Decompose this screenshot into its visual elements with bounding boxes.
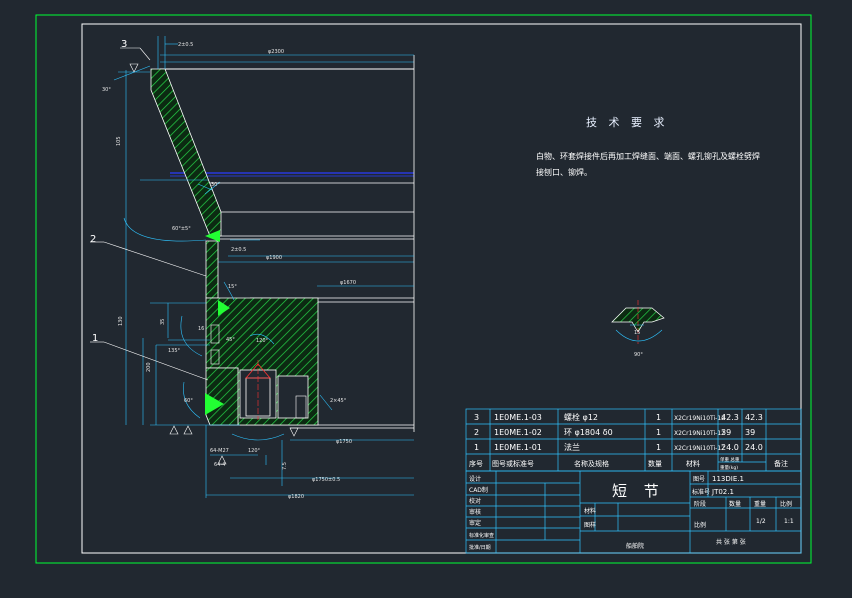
dim-height-d: 16 [198,326,204,332]
callout-1: 1 [92,333,98,344]
row2-name: 环 φ1804 δ0 [564,428,613,437]
dim-angle-b: 15° [228,284,237,290]
hdr-material: 材料 [686,459,700,468]
hdr-remark: 备注 [774,459,788,468]
row2-seq: 2 [474,428,479,437]
tb-scale-header-label: 比例 [694,521,706,529]
company: 船舶院 [626,542,644,550]
dimension-labels: 2±0.5 φ2300 30° 105 30° 60°±5° 2±0.5 φ19… [102,42,356,500]
row1-qty: 1 [656,413,661,422]
row3-name: 法兰 [564,442,580,452]
row2-qty: 1 [656,428,661,437]
dim-angle-g: 120° [248,448,261,454]
part-name: 短 节 [612,482,665,500]
row1-unit: 42.3 [721,413,739,422]
dim-height-c: 130 [118,316,124,326]
dim-dia-pcd: φ1750±0.5 [312,477,340,483]
tb-mid-label-2: 图样 [584,521,596,529]
row3-material: X2Cr19Ni10Ti-12 [674,445,725,452]
hdr-seq: 序号 [469,459,483,468]
dim-height-e: 200 [146,362,152,372]
tech-req-line1: 白物、环套焊接件后再加工焊缝面、端面、螺孔铆孔及螺栓劈焊 [536,151,760,161]
detail-angle: 90° [634,352,643,358]
tech-req-title: 技 术 要 求 [586,116,669,129]
row3-total: 24.0 [745,443,763,452]
row3-seq: 1 [474,443,479,452]
callout-3: 3 [121,39,127,50]
hdr-weight-unit: 重量(kg) [720,464,738,471]
row3-unit: 24.0 [721,443,739,452]
row2-material: X2Cr19Ni10Ti-12 [674,430,725,437]
dim-dia-mid: φ1670 [340,280,356,286]
dim-angle-30: 30° [102,87,111,93]
dim-small: 7.5 [282,462,288,470]
tb-left-label-2: CAD制 [469,486,488,494]
tb-mid-label-1: 材料 [584,507,596,515]
tb-left-label-4: 审核 [469,508,481,516]
title-block [465,470,802,554]
dim-height-a: 105 [116,136,122,146]
tech-req-line2: 接刨口、铆焊。 [536,167,592,177]
tb-left-label-6: 标准化审查 [469,532,494,539]
dim-dia-outer: φ1820 [288,494,304,500]
detail-width: 15 [634,330,640,336]
row1-material: X2Cr19Ni10Ti-12 [674,415,725,422]
row3-qty: 1 [656,443,661,452]
dim-height-b: 35 [160,319,166,325]
drawing-frame [81,23,802,554]
tb-scale-header-1: 阶段 [694,500,706,508]
dim-angle-f: 60° [184,398,193,404]
table-row: 3 1E0ME.1-03 螺栓 φ12 1 X2Cr19Ni10Ti-12 42… [474,412,763,422]
drawing-no: 113DIE.1 [712,475,744,483]
tb-scale-header-4: 比例 [780,500,792,508]
sheet-outer-border [35,14,812,564]
dim-angle-e: 45° [226,337,235,343]
dim-weld-a: 60°±5° [172,226,191,232]
dim-gap-b: 2±0.5 [231,247,246,253]
title-block-text: 设计 CAD制 校对 审核 审定 标准化审查 批准/日期 短 节 材料 图样 船… [469,475,794,551]
hdr-code: 图号或标准号 [492,459,534,468]
dim-overall-width: φ2300 [268,49,284,55]
hdr-weight-group: 单重 总重 [720,456,740,463]
tb-left-label-1: 设计 [469,475,481,483]
tb-left-label-7: 批准/日期 [469,544,491,551]
hdr-qty: 数量 [648,459,662,468]
dim-holes: 64-M27 [210,448,229,454]
row1-seq: 3 [474,413,479,422]
dim-dia-bolt: φ1750 [336,439,352,445]
dim-dia-inner: φ1900 [266,255,282,261]
hdr-name: 名称及规格 [574,459,609,468]
tb-scale-value-3: 1/2 [756,518,766,525]
row2-unit: 39 [721,428,731,437]
table-row: 2 1E0ME.1-02 环 φ1804 δ0 1 X2Cr19Ni10Ti-1… [474,428,755,437]
dim-chamfer-b: 2×45° [330,398,347,404]
tb-scale-header-2: 数量 [729,500,741,508]
row1-total: 42.3 [745,413,763,422]
dim-angle-g2: 64-4 [214,462,225,468]
tb-scale-value-4: 1:1 [784,518,794,525]
dim-top-gap: 2±0.5 [178,42,193,48]
table-row: 1 1E0ME.1-01 法兰 1 X2Cr19Ni10Ti-12 24.0 2… [474,442,763,452]
drawing-no-label: 图号 [693,476,705,483]
std-label: 标准号 [692,488,710,496]
section-view [90,36,415,498]
row3-code: 1E0ME.1-01 [494,443,542,452]
table-header-row: 序号 图号或标准号 名称及规格 数量 材料 单重 总重 重量(kg) 备注 [469,456,788,471]
tb-left-label-3: 校对 [469,497,481,505]
row2-code: 1E0ME.1-02 [494,428,542,437]
std-no: JT02.1 [711,488,734,496]
dim-angle-d: 120° [256,338,269,344]
parts-rows: 3 1E0ME.1-03 螺栓 φ12 1 X2Cr19Ni10Ti-12 42… [469,412,788,471]
callout-2: 2 [90,234,96,245]
row1-name: 螺栓 φ12 [564,412,598,422]
tb-scale-header-3: 重量 [754,500,766,508]
row1-code: 1E0ME.1-03 [494,413,542,422]
dim-chamfer-a: 30° [211,182,220,188]
weld-detail-view: 15 90° [611,300,665,358]
dim-angle-c: 135° [168,348,181,354]
sheet-label: 共 张 第 张 [716,538,746,546]
row2-total: 39 [745,428,755,437]
tb-left-label-5: 审定 [469,519,481,527]
